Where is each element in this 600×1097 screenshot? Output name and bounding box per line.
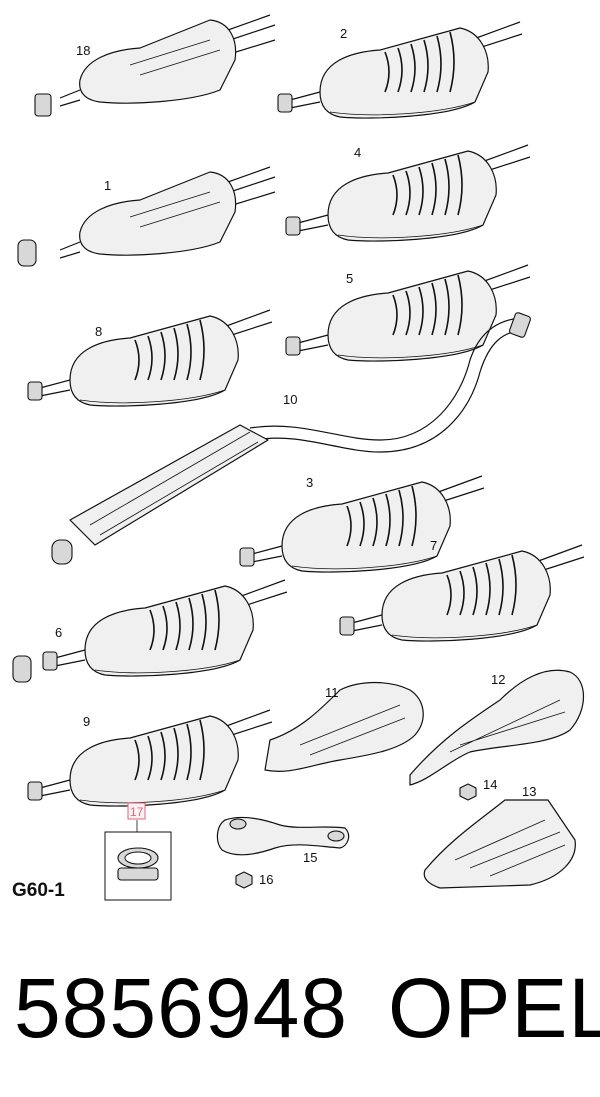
- callout-11: 11: [325, 685, 339, 700]
- callout-15: 15: [303, 850, 317, 865]
- muffler-1: [17, 166, 276, 267]
- nut-14: [459, 783, 477, 801]
- nut-16: [235, 871, 253, 889]
- figure-code: G60-1: [12, 880, 65, 901]
- callout-6: 6: [55, 625, 62, 640]
- callout-7: 7: [430, 538, 437, 553]
- callout-13: 13: [522, 784, 536, 799]
- heat-shield-11: [264, 681, 424, 772]
- muffler-8: [27, 309, 273, 407]
- muffler-5: [285, 264, 531, 362]
- muffler-3: [239, 475, 485, 573]
- clamp-17: [104, 802, 172, 901]
- heat-shield-12: [409, 669, 584, 786]
- exhaust-parts-diagram: 18 2 1 4 8 5 10 3 7: [12, 14, 585, 901]
- callout-16: 16: [259, 872, 273, 887]
- centre-pipe-10: [51, 312, 531, 565]
- callout-14: 14: [483, 777, 497, 792]
- callout-10: 10: [283, 392, 297, 407]
- bracket-15: [216, 816, 350, 856]
- muffler-18: [34, 14, 276, 117]
- muffler-6: [12, 579, 288, 683]
- callout-1: 1: [104, 178, 111, 193]
- callout-4: 4: [354, 145, 361, 160]
- callout-8: 8: [95, 324, 102, 339]
- part-number: 5856948: [14, 961, 349, 1055]
- callout-9: 9: [83, 714, 90, 729]
- callout-12: 12: [491, 672, 505, 687]
- muffler-4: [285, 144, 531, 242]
- muffler-9: [27, 709, 273, 807]
- callout-17: 17: [130, 805, 144, 819]
- callout-3: 3: [306, 475, 313, 490]
- heat-shield-13: [423, 799, 576, 889]
- brand-name: OPEL: [388, 961, 600, 1055]
- callout-5: 5: [346, 271, 353, 286]
- muffler-2: [277, 21, 523, 119]
- callout-18: 18: [76, 43, 90, 58]
- callout-2: 2: [340, 26, 347, 41]
